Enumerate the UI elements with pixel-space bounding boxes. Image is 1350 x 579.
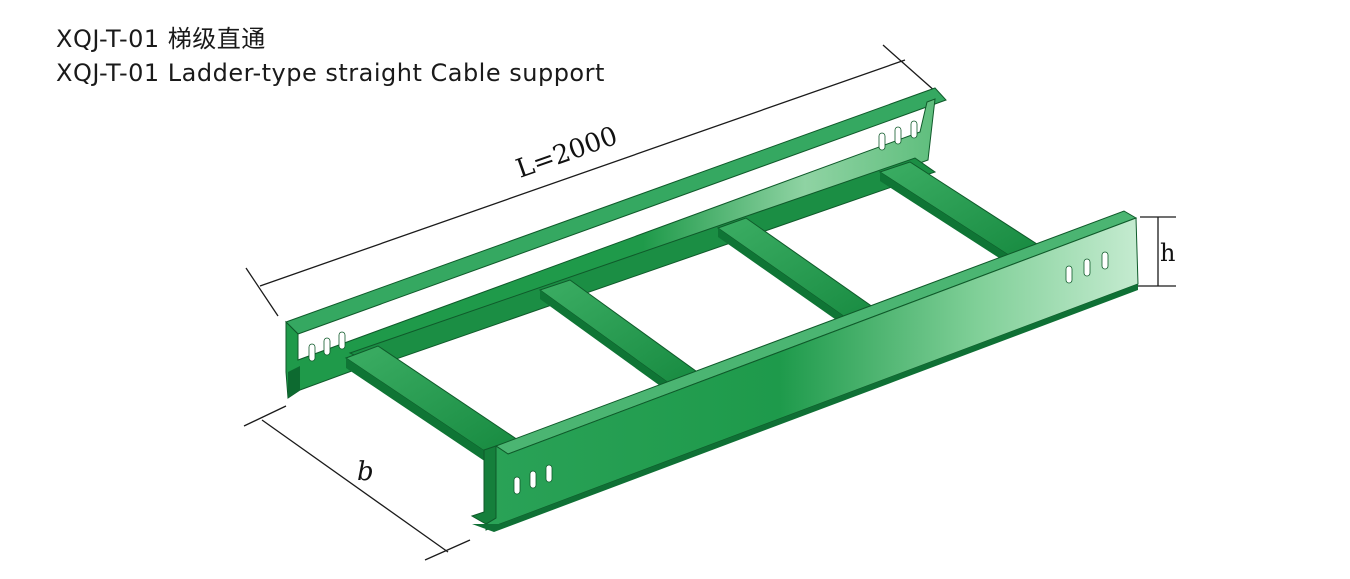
front-side-rail [470,210,1139,532]
back-rail-slots-left [308,331,346,362]
length-extension-right [882,44,937,93]
title-block: XQJ-T-01 梯级直通 XQJ-T-01 Ladder-type strai… [56,22,605,90]
height-label: h [1160,239,1175,267]
width-extension-bottom [424,539,471,561]
length-extension-left [245,267,279,317]
width-label: b [357,457,374,487]
width-dimension-line [261,419,449,553]
width-extension-top [243,405,287,427]
rung-1 [344,345,520,462]
height-dimension: h [1137,216,1176,287]
width-dimension: b [243,405,471,561]
length-dimension-line [259,59,906,287]
title-english: XQJ-T-01 Ladder-type straight Cable supp… [56,59,605,87]
rung-2 [538,279,702,393]
back-rail-slots-right [878,120,918,151]
ladder-rungs [344,161,1042,462]
length-label: L=2000 [512,121,621,184]
front-rail-slots-left [513,464,553,495]
back-side-rail [285,87,947,399]
front-rail-slots-right [1065,251,1109,284]
title-chinese: XQJ-T-01 梯级直通 [56,25,266,53]
rung-4 [878,161,1042,265]
